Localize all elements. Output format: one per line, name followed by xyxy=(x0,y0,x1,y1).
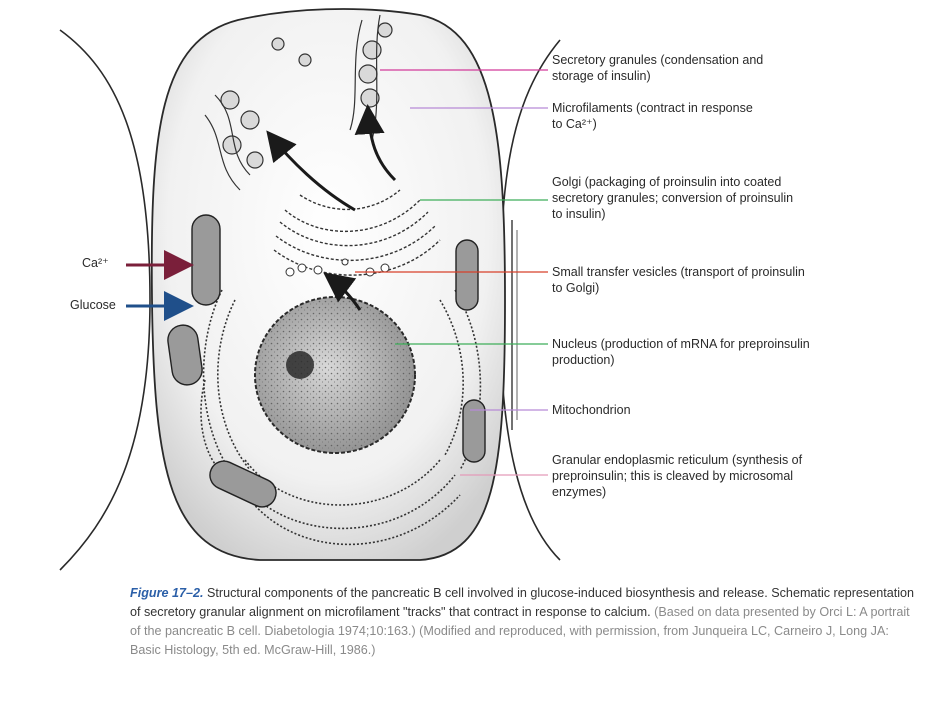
label-granular-er: Granular endoplasmic reticulum (synthesi… xyxy=(552,452,802,500)
figure-caption: Figure 17–2. Structural components of th… xyxy=(130,584,920,660)
nucleus xyxy=(255,297,415,453)
label-transfer-vesicles: Small transfer vesicles (transport of pr… xyxy=(552,264,805,296)
label-microfilaments: Microfilaments (contract in response to … xyxy=(552,100,753,132)
label-mitochondrion: Mitochondrion xyxy=(552,402,631,418)
label-nucleus: Nucleus (production of mRNA for preproin… xyxy=(552,336,810,368)
glucose-label: Glucose xyxy=(70,298,116,312)
figure-label: Figure 17–2. xyxy=(130,586,204,600)
nucleolus xyxy=(286,351,314,379)
label-golgi: Golgi (packaging of proinsulin into coat… xyxy=(552,174,793,222)
neighbor-cell-right xyxy=(500,40,560,560)
calcium-label: Ca²⁺ xyxy=(82,255,109,270)
label-secretory-granules: Secretory granules (condensation and sto… xyxy=(552,52,763,84)
